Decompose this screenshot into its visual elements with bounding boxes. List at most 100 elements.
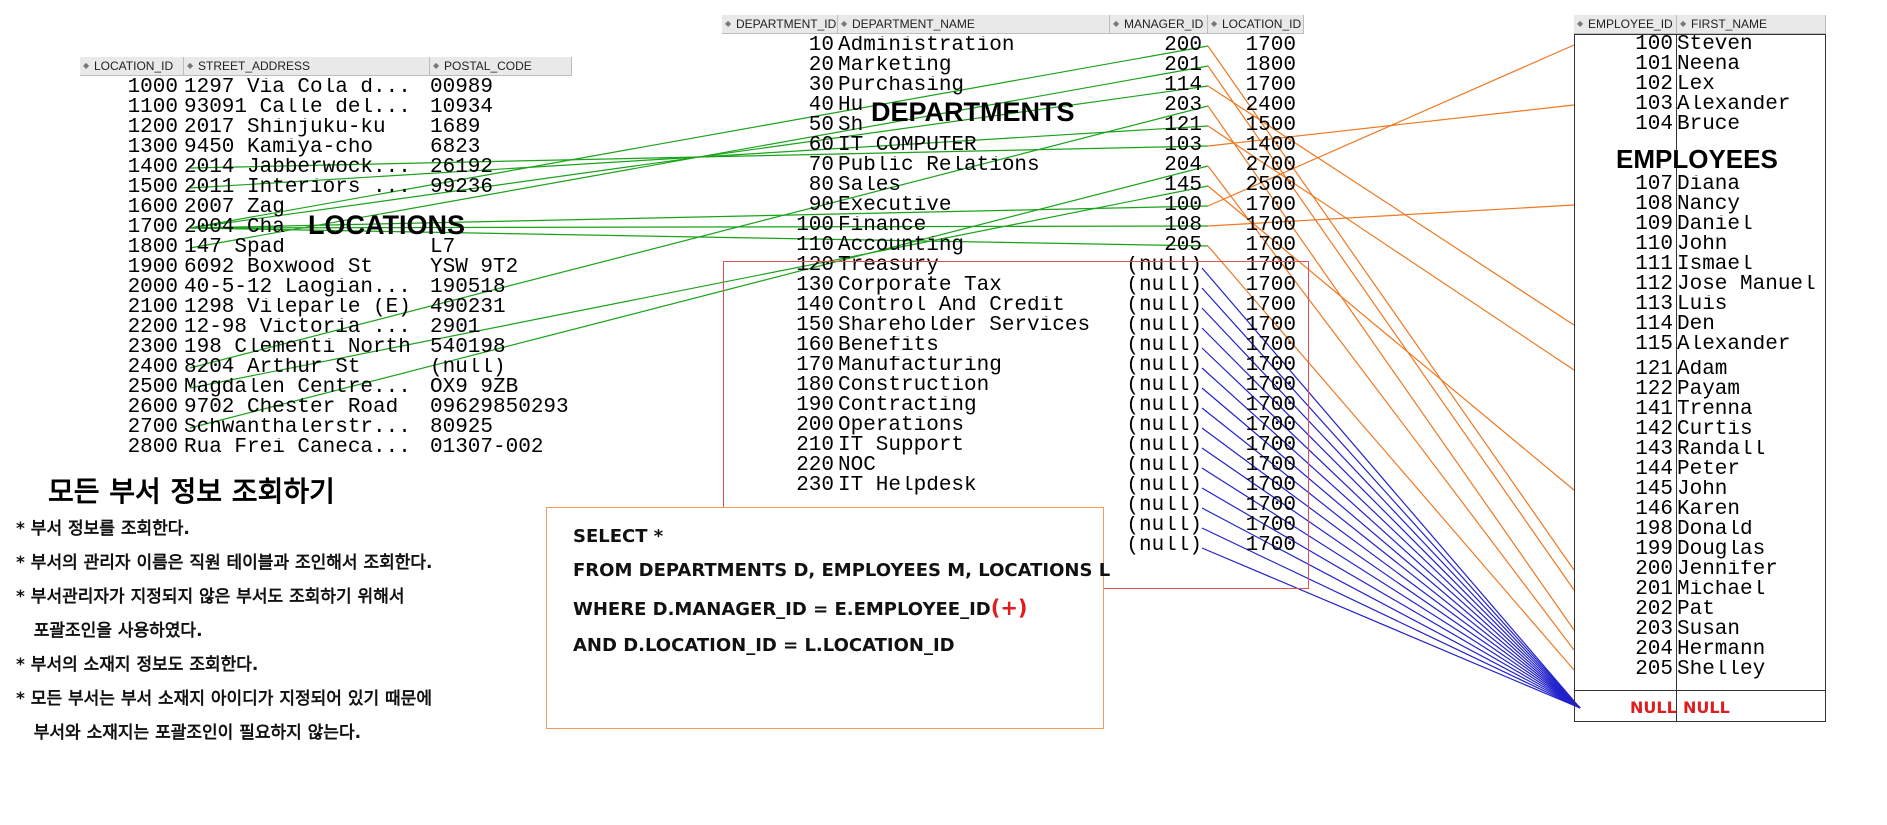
- location-cell: 147 Spad: [184, 238, 285, 258]
- location-cell: 1689: [430, 118, 481, 138]
- department-cell: 1700: [1245, 416, 1296, 436]
- location-cell: 1500: [127, 178, 178, 198]
- employee-cell: Luis: [1677, 295, 1728, 315]
- employee-cell: 199: [1635, 540, 1673, 560]
- employees-header: EMPLOYEE_ID FIRST_NAME: [1574, 15, 1826, 34]
- location-cell: 2500: [127, 378, 178, 398]
- column-header-postal-code: POSTAL_CODE: [430, 57, 572, 75]
- department-cell: 1700: [1245, 36, 1296, 56]
- department-cell: 10: [808, 36, 834, 56]
- note-line-5: * 부서의 소재지 정보도 조회한다.: [16, 655, 259, 675]
- department-cell: 2400: [1245, 96, 1296, 116]
- employee-cell: 204: [1635, 640, 1673, 660]
- department-cell: 121: [1164, 116, 1202, 136]
- department-cell: 80: [808, 176, 834, 196]
- department-cell: IT Helpdesk: [838, 476, 977, 496]
- department-cell: 60: [808, 136, 834, 156]
- employee-cell: Karen: [1677, 500, 1741, 520]
- department-cell: 190: [796, 396, 834, 416]
- first-name-null: NULL: [1683, 698, 1730, 717]
- department-cell: 1700: [1245, 196, 1296, 216]
- employee-cell: John: [1677, 235, 1728, 255]
- location-cell: 40-5-12 Laogian...: [184, 278, 411, 298]
- department-cell: 200: [796, 416, 834, 436]
- location-cell: 2901: [430, 318, 481, 338]
- department-cell: Finance: [838, 216, 927, 236]
- department-cell: 1700: [1245, 536, 1296, 556]
- employee-cell: 201: [1635, 580, 1673, 600]
- department-cell: 204: [1164, 156, 1202, 176]
- employee-cell: Jose Manuel: [1677, 275, 1816, 295]
- department-cell: (null): [1126, 456, 1202, 476]
- location-cell: 2300: [127, 338, 178, 358]
- employee-cell: Payam: [1677, 380, 1741, 400]
- employee-cell: Den: [1677, 315, 1715, 335]
- department-cell: 140: [796, 296, 834, 316]
- department-cell: 1500: [1245, 116, 1296, 136]
- location-cell: 1000: [127, 78, 178, 98]
- location-cell: 99236: [430, 178, 494, 198]
- employee-cell: 200: [1635, 560, 1673, 580]
- employee-cell: Jennifer: [1677, 560, 1778, 580]
- column-header-manager-id: MANAGER_ID: [1110, 15, 1208, 33]
- department-cell: 1700: [1245, 496, 1296, 516]
- column-header-street-address: STREET_ADDRESS: [184, 57, 430, 75]
- employee-cell: Peter: [1677, 460, 1741, 480]
- location-cell: 2004 Cha: [184, 218, 285, 238]
- department-cell: IT Support: [838, 436, 965, 456]
- department-cell: 108: [1164, 216, 1202, 236]
- employee-cell: 101: [1635, 55, 1673, 75]
- employee-cell: 113: [1635, 295, 1673, 315]
- employee-cell: 114: [1635, 315, 1673, 335]
- employee-cell: 111: [1635, 255, 1673, 275]
- department-cell: (null): [1126, 496, 1202, 516]
- employee-cell: Susan: [1677, 620, 1741, 640]
- department-cell: 1700: [1245, 476, 1296, 496]
- department-cell: Public Relations: [838, 156, 1040, 176]
- departments-table: DEPARTMENT_ID DEPARTMENT_NAME MANAGER_ID…: [722, 15, 1304, 575]
- location-cell: 00989: [430, 78, 494, 98]
- employee-cell: Diana: [1677, 175, 1741, 195]
- location-cell: 2014 Jabberwock...: [184, 158, 411, 178]
- location-cell: 2700: [127, 418, 178, 438]
- department-cell: 1700: [1245, 316, 1296, 336]
- department-cell: 1700: [1245, 216, 1296, 236]
- department-cell: 1700: [1245, 336, 1296, 356]
- department-cell: Purchasing: [838, 76, 965, 96]
- note-line-7: 부서와 소재지는 포괄조인이 필요하지 않는다.: [16, 723, 362, 743]
- departments-title: DEPARTMENTS: [871, 97, 1075, 127]
- column-header-department-id: DEPARTMENT_ID: [722, 15, 838, 33]
- note-line-2: * 부서의 관리자 이름은 직원 테이블과 조인해서 조회한다.: [16, 553, 433, 573]
- department-cell: 1700: [1245, 436, 1296, 456]
- location-cell: 1800: [127, 238, 178, 258]
- employee-cell: 110: [1635, 235, 1673, 255]
- department-cell: (null): [1126, 396, 1202, 416]
- location-cell: 9450 Kamiya-cho: [184, 138, 374, 158]
- department-cell: 100: [796, 216, 834, 236]
- department-cell: (null): [1126, 516, 1202, 536]
- department-cell: 1700: [1245, 356, 1296, 376]
- employees-outline: [1574, 34, 1826, 722]
- department-cell: 1700: [1245, 456, 1296, 476]
- employee-cell: 146: [1635, 500, 1673, 520]
- department-cell: Contracting: [838, 396, 977, 416]
- location-cell: 2100: [127, 298, 178, 318]
- locations-header: LOCATION_ID STREET_ADDRESS POSTAL_CODE: [80, 57, 572, 76]
- sql-line-and: AND D.LOCATION_ID = L.LOCATION_ID: [573, 635, 955, 656]
- employee-cell: 205: [1635, 660, 1673, 680]
- employee-cell: 143: [1635, 440, 1673, 460]
- department-cell: Shareholder Services: [838, 316, 1091, 336]
- department-cell: Sh: [838, 116, 864, 136]
- column-header-location-id: LOCATION_ID: [1208, 15, 1304, 33]
- department-cell: (null): [1126, 356, 1202, 376]
- employee-cell: Adam: [1677, 360, 1728, 380]
- location-cell: 490231: [430, 298, 506, 318]
- location-cell: 9702 Chester Road: [184, 398, 399, 418]
- department-cell: 50: [808, 116, 834, 136]
- department-cell: Benefits: [838, 336, 939, 356]
- employee-cell: 142: [1635, 420, 1673, 440]
- employee-cell: 107: [1635, 175, 1673, 195]
- locations-table: LOCATION_ID STREET_ADDRESS POSTAL_CODE 1…: [80, 57, 572, 467]
- employee-cell: John: [1677, 480, 1728, 500]
- employees-table: EMPLOYEE_ID FIRST_NAME 100Steven101Neena…: [1574, 15, 1826, 727]
